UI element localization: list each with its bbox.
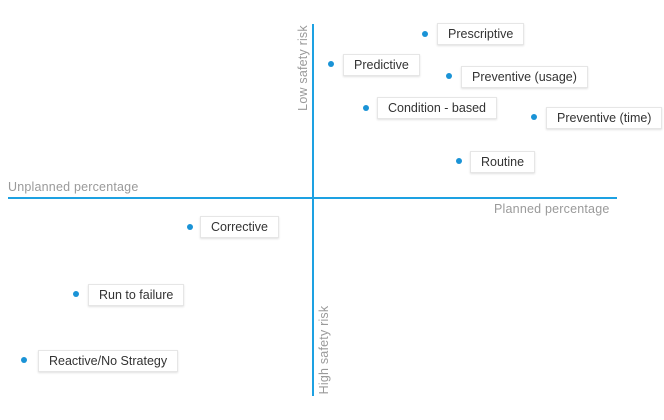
strategy-dot <box>187 224 193 230</box>
strategy-dot <box>531 114 537 120</box>
axis-label-unplanned: Unplanned percentage <box>8 180 139 194</box>
strategy-dot <box>73 291 79 297</box>
strategy-dot <box>422 31 428 37</box>
strategy-dot <box>328 61 334 67</box>
strategy-label: Reactive/No Strategy <box>38 350 179 372</box>
axis-label-planned: Planned percentage <box>494 202 610 216</box>
strategy-label: Corrective <box>200 216 279 238</box>
axis-label-low-safety-risk: Low safety risk <box>296 25 310 111</box>
strategy-label: Routine <box>470 151 536 173</box>
axis-label-high-safety-risk: High safety risk <box>317 305 331 395</box>
strategy-label: Prescriptive <box>437 23 525 45</box>
strategy-label: Preventive (time) <box>546 107 663 129</box>
strategy-dot <box>446 73 452 79</box>
strategy-dot <box>21 357 27 363</box>
strategy-label: Preventive (usage) <box>461 66 588 88</box>
strategy-dot <box>363 105 369 111</box>
strategy-label: Condition - based <box>377 97 497 119</box>
strategy-dot <box>456 158 462 164</box>
strategy-label: Run to failure <box>88 284 185 306</box>
vertical-axis-line <box>312 24 314 396</box>
strategy-label: Predictive <box>343 54 420 76</box>
